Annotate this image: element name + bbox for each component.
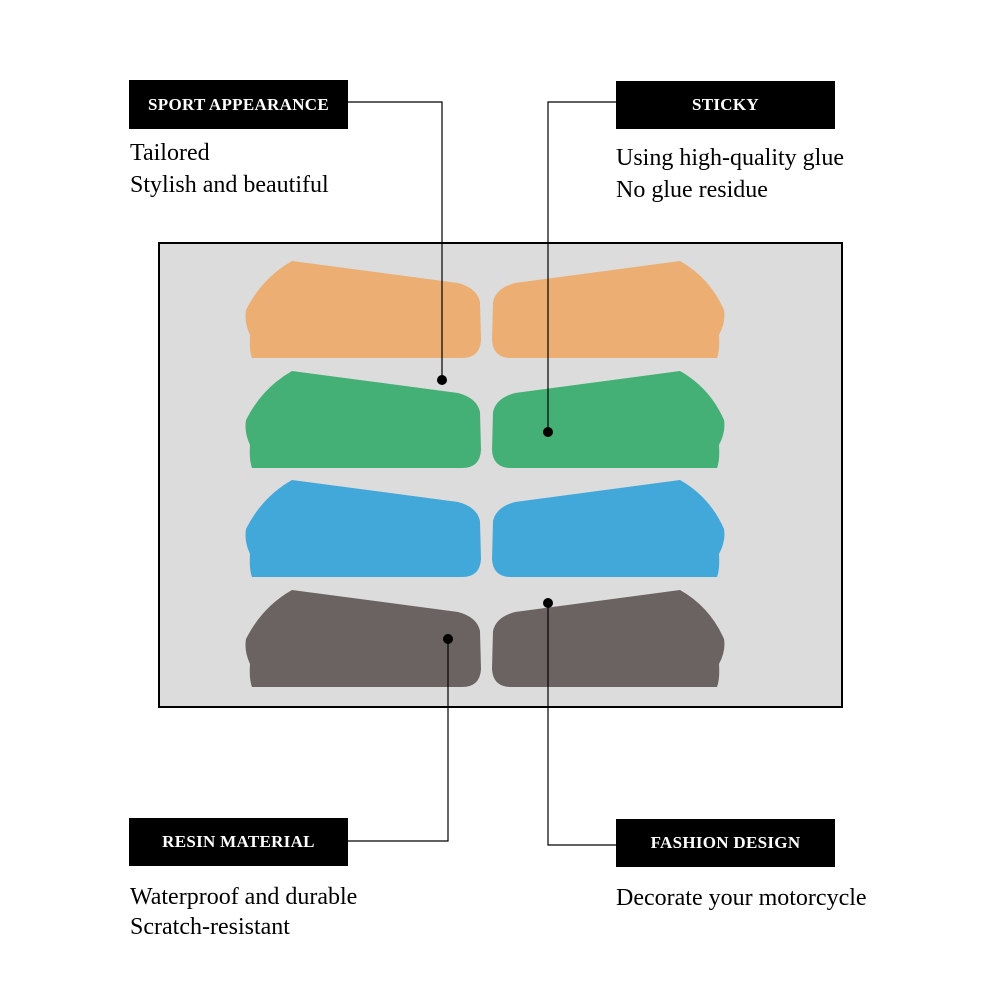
connector-line-resin: [348, 639, 449, 842]
resin-material-line-1: Waterproof and durable: [130, 884, 358, 910]
sticky-label: STICKY: [616, 81, 835, 129]
resin-material-line-2: Scratch-resistant: [130, 914, 290, 940]
sport-appearance-line-1: Tailored: [130, 140, 210, 166]
connector-dot-fashion: [543, 598, 553, 608]
sport-appearance-label: SPORT APPEARANCE: [129, 80, 348, 129]
connector-dot-resin: [443, 634, 453, 644]
sticky-line-1: Using high-quality glue: [616, 145, 844, 171]
resin-material-label: RESIN MATERIAL: [129, 818, 348, 866]
sport-appearance-description: Tailored Stylish and beautiful: [130, 137, 329, 201]
sticky-description: Using high-quality glue No glue residue: [616, 142, 844, 206]
connector-dot-sticky: [543, 427, 553, 437]
connector-line-fashion: [547, 603, 616, 846]
connector-dot-sport: [437, 375, 447, 385]
connector-line-sticky: [547, 101, 616, 432]
resin-material-description: Waterproof and durable Scratch-resistant: [130, 882, 357, 942]
sport-appearance-line-2: Stylish and beautiful: [130, 172, 329, 198]
fashion-design-label: FASHION DESIGN: [616, 819, 835, 867]
fashion-design-line-1: Decorate your motorcycle: [616, 885, 867, 911]
connector-line-sport: [348, 101, 443, 380]
sticky-line-2: No glue residue: [616, 177, 768, 203]
fashion-design-description: Decorate your motorcycle: [616, 882, 867, 914]
